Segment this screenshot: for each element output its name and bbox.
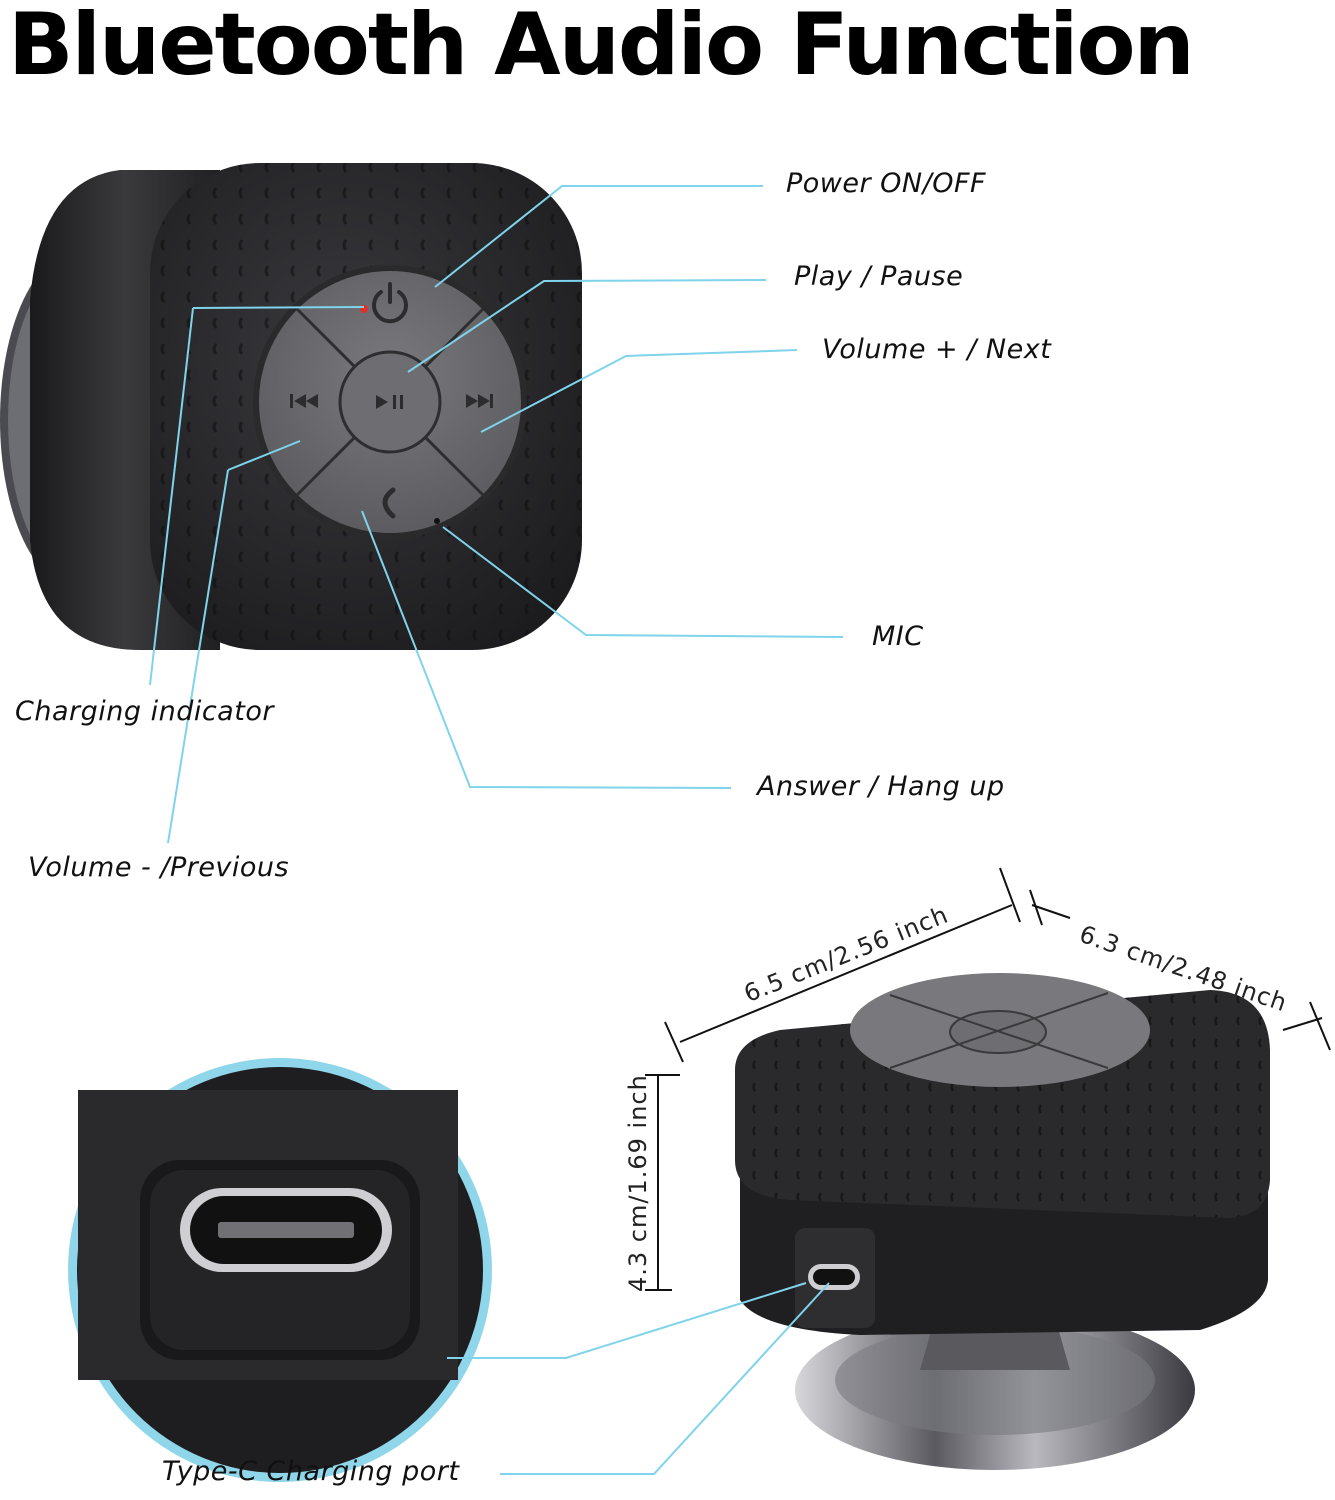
phone-icon [382, 487, 396, 519]
dimension-lines [645, 867, 1331, 1291]
volume-up-label: Volume + / Next [822, 334, 1052, 365]
answer-label: Answer / Hang up [757, 771, 1005, 802]
power-icon [372, 282, 408, 324]
previous-icon [290, 394, 318, 408]
volume-down-label: Volume - /Previous [28, 852, 290, 883]
play-pause-label: Play / Pause [794, 261, 964, 292]
page-title: Bluetooth Audio Function [8, 0, 1195, 95]
power-label: Power ON/OFF [786, 168, 987, 199]
speaker-perspective-view [735, 973, 1270, 1470]
speaker-front-view [0, 163, 582, 650]
type-c-port-closeup [68, 1058, 492, 1482]
callout-lines [149, 185, 844, 844]
type-c-label: Type-C Charging port [162, 1456, 460, 1487]
charging-indicator-label: Charging indicator [15, 696, 274, 727]
type-c-callout-lines [447, 1282, 830, 1475]
mic-hole [434, 518, 440, 524]
mic-label: MIC [872, 621, 924, 652]
next-icon [466, 394, 493, 408]
play-pause-icon [376, 395, 403, 409]
height-dimension: 4.3 cm/1.69 inch [624, 1074, 652, 1292]
